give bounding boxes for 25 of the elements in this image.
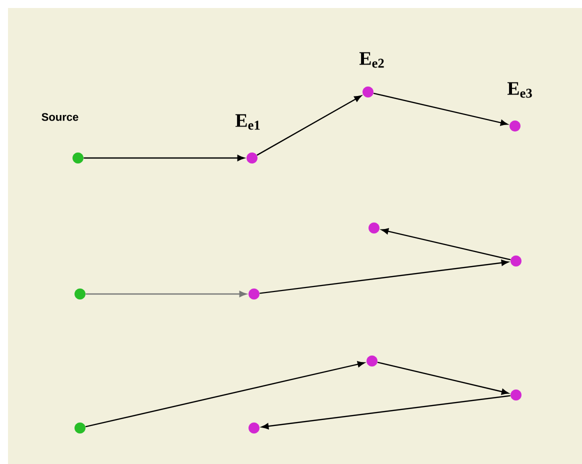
point-dot xyxy=(366,356,378,366)
point-dot xyxy=(246,152,258,164)
arrow xyxy=(84,154,244,162)
source-dot xyxy=(74,288,86,300)
arrow xyxy=(261,395,510,430)
source-dot xyxy=(74,422,86,434)
source-label: Source xyxy=(42,113,78,121)
point-label: E$_{e3}$ xyxy=(507,82,532,98)
arrow xyxy=(85,361,365,428)
arrow xyxy=(256,95,362,156)
point-dot xyxy=(362,86,374,98)
source-dot xyxy=(72,152,84,164)
arrow xyxy=(86,290,246,298)
point-dot xyxy=(248,288,260,300)
arrow xyxy=(260,260,509,294)
point-dot xyxy=(510,120,520,132)
point-dot xyxy=(510,390,522,400)
point-dot xyxy=(510,256,522,266)
point-dot xyxy=(368,222,380,234)
point-dot xyxy=(248,422,260,434)
arrow xyxy=(377,362,509,395)
arrow xyxy=(373,92,508,126)
arrow xyxy=(381,228,511,260)
point-label: E$_{e2}$ xyxy=(359,52,384,68)
point-label: E$_{e1}$ xyxy=(235,114,260,130)
